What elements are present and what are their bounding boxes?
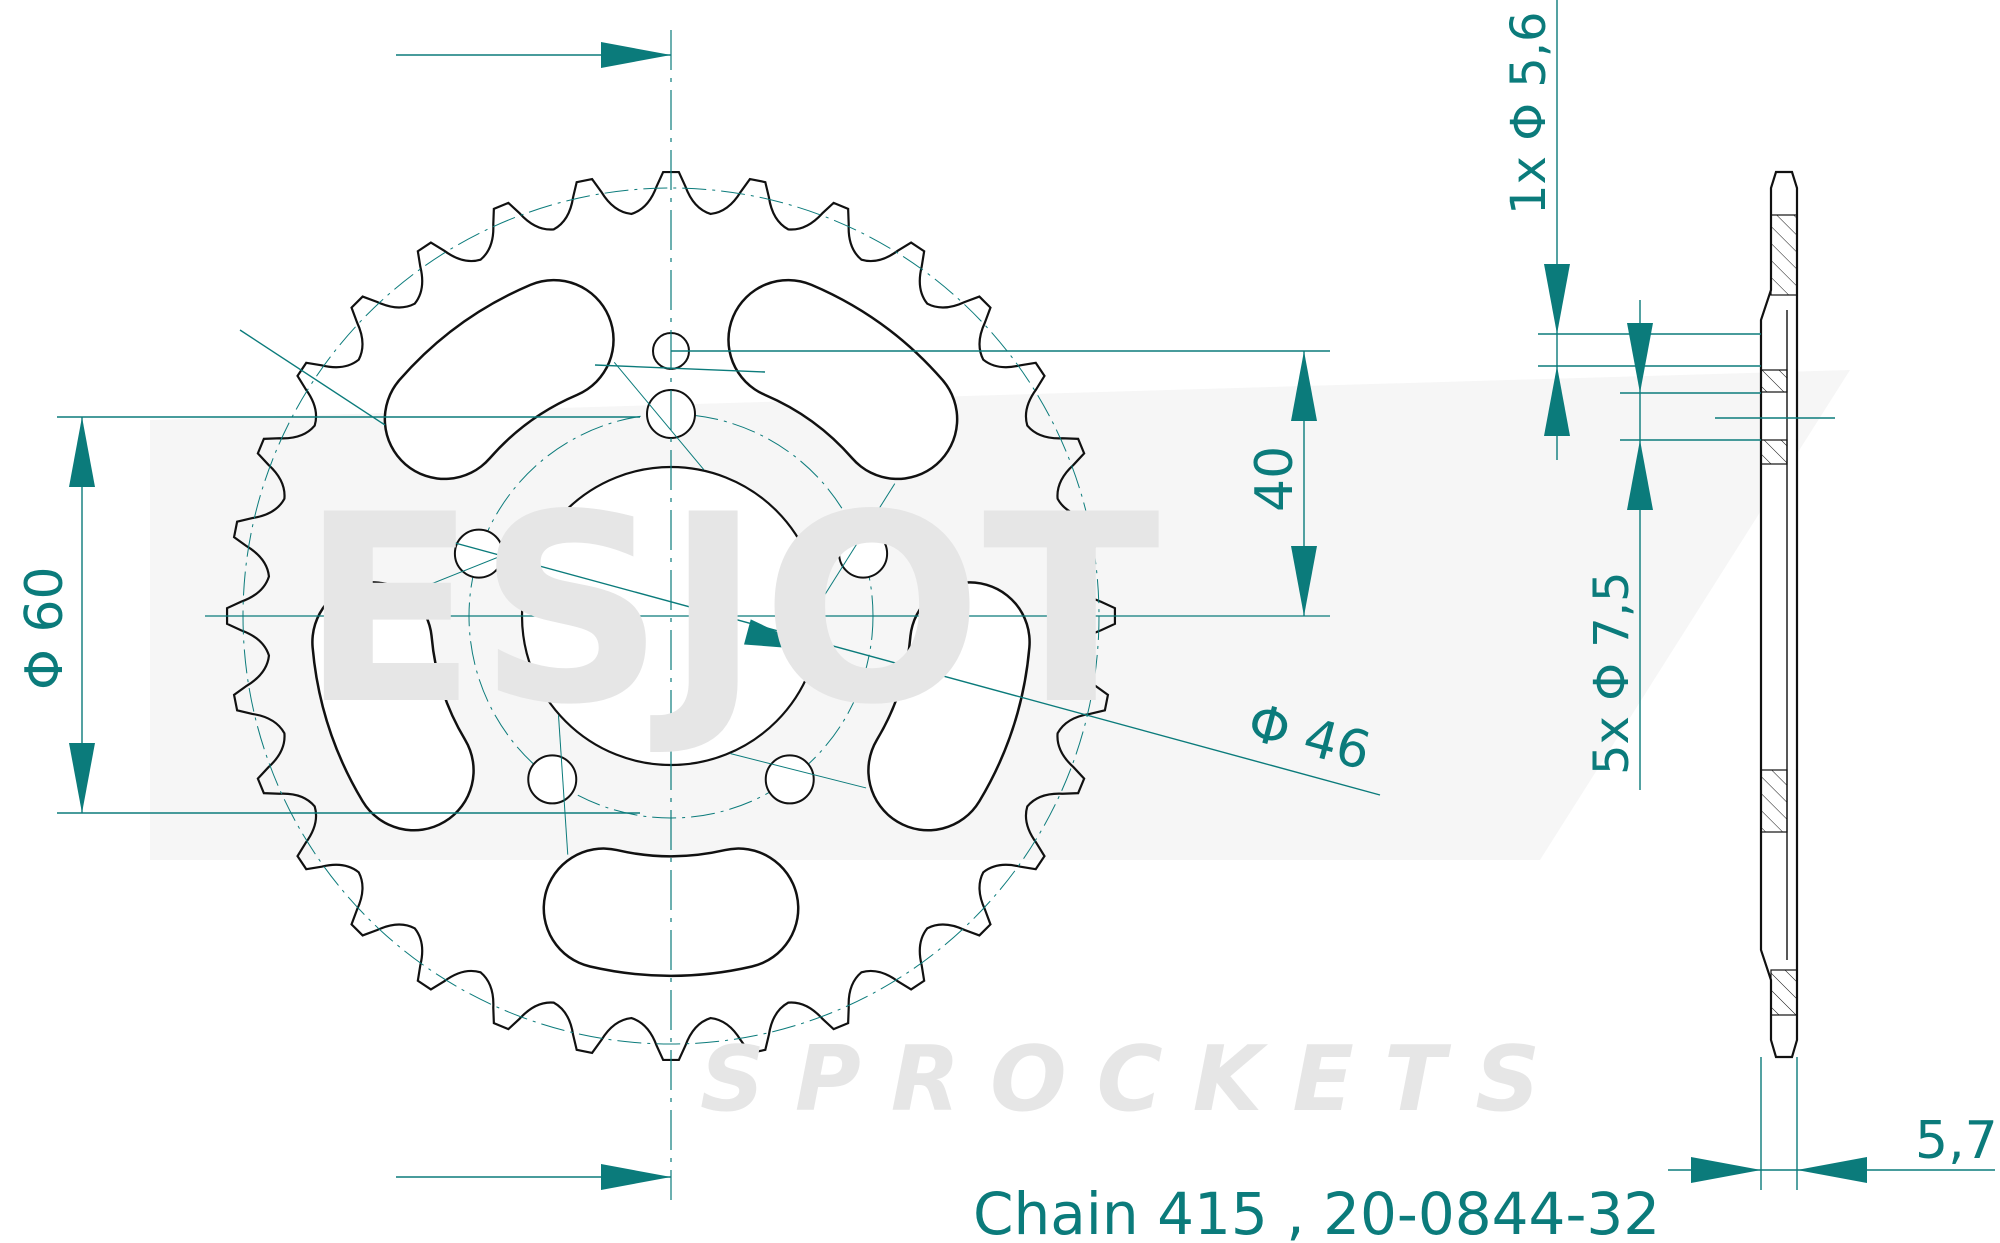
bolt-circle-dimension-label: Φ 60 xyxy=(15,566,75,690)
section-hatch xyxy=(1770,214,1798,296)
bolt-hole-crosshair xyxy=(411,539,543,593)
pilot-offset-arrow-bottom xyxy=(1291,546,1317,616)
bolt-hole-crosshair xyxy=(613,361,705,470)
lightening-slot-interior xyxy=(729,281,956,478)
bolt-hole-arrow-bottom xyxy=(1627,440,1653,510)
pilot-hole-arrow-bottom xyxy=(1544,366,1570,436)
thickness-arrow-right xyxy=(1797,1157,1867,1183)
lightening-slot-interior xyxy=(313,583,473,830)
watermark: ESJOT SPROCKETS xyxy=(300,460,1570,1132)
bolt-hole xyxy=(838,528,889,579)
section-hatch xyxy=(1770,969,1798,1016)
lightening-slot-interior xyxy=(386,281,613,478)
bolt-holes-dimension-label: 5x Φ 7,5 xyxy=(1584,571,1640,775)
sprocket-front-view xyxy=(225,170,1117,1062)
side-view-outline xyxy=(1759,170,1799,1059)
pilot-offset-dimension-label: 40 xyxy=(1245,446,1305,512)
pilot-hole-arrow-top xyxy=(1544,264,1570,334)
pilot-hole-dimension-label: 1x Φ 5,6 xyxy=(1501,11,1557,215)
lightening-slot-interior xyxy=(869,583,1029,830)
chain-part-number-caption: Chain 415 , 20-0844-32 xyxy=(973,1180,1660,1243)
thickness-arrow-left xyxy=(1691,1157,1761,1183)
bolt-hole-crosshair xyxy=(730,753,867,789)
sprocket-teeth-outline xyxy=(225,170,1117,1062)
bolt-hole xyxy=(453,528,504,579)
section-arrow-top xyxy=(601,42,671,68)
watermark-sub: SPROCKETS xyxy=(700,1027,1570,1132)
center-bore-arrow-right xyxy=(744,619,815,650)
dimension-lines xyxy=(57,0,1995,1200)
leader-line-2 xyxy=(594,364,766,373)
bolt-hole-crosshair xyxy=(819,483,896,603)
bolt-circle-arrow-bottom xyxy=(69,743,95,813)
leader-line xyxy=(239,329,386,426)
thickness-dimension-label: 5,7 xyxy=(1915,1111,1998,1171)
section-arrow-bottom xyxy=(601,1164,671,1190)
watermark-brand: ESJOT xyxy=(300,460,1161,762)
section-hatch xyxy=(1760,439,1788,465)
bolt-hole-arrow-top xyxy=(1627,323,1653,393)
bolt-circle-arrow-top xyxy=(69,417,95,487)
section-hatch xyxy=(1760,769,1788,833)
center-bore-dimension-line xyxy=(399,527,1381,796)
bolt-hole-crosshair xyxy=(557,715,569,855)
center-bore-arrow-left xyxy=(527,590,598,621)
lightening-slot-interior xyxy=(545,849,797,975)
sprocket-side-view xyxy=(1759,170,1799,1059)
pilot-offset-arrow-top xyxy=(1291,351,1317,421)
bolt-hole xyxy=(764,754,815,805)
bolt-hole xyxy=(527,754,578,805)
section-hatch xyxy=(1760,369,1788,393)
